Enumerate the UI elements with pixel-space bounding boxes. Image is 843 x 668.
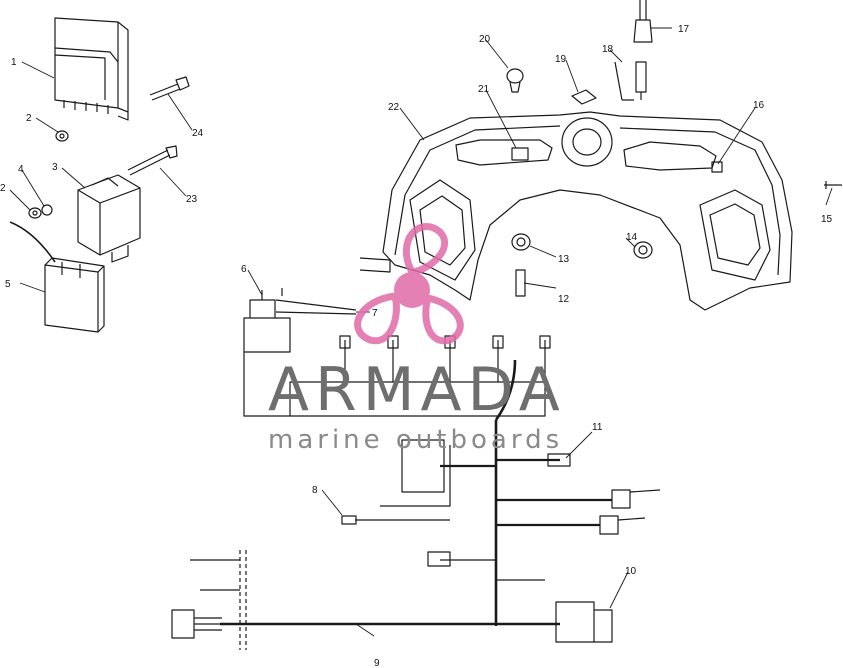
part-2-washer-b (28, 207, 42, 219)
callout-17: 17 (678, 24, 690, 35)
part-17-plug (633, 0, 653, 43)
callout-9: 9 (374, 658, 380, 668)
callout-15: 15 (821, 214, 833, 225)
callout-3: 3 (52, 162, 58, 173)
part-14-grommet (633, 241, 653, 259)
callout-labels: 1 2 2 3 4 5 6 7 8 9 10 11 12 13 14 15 16… (0, 24, 833, 668)
part-22-console (359, 111, 793, 311)
part-5-coil (9, 221, 105, 333)
callout-2: 2 (26, 113, 32, 124)
part-20-knob (506, 68, 524, 93)
part-13-grommet (511, 233, 531, 251)
callout-22: 22 (388, 102, 400, 113)
part-4-nut (41, 204, 53, 216)
watermark-tagline: marine outboards (268, 425, 563, 455)
armada-logo-icon (354, 223, 464, 345)
callout-24: 24 (192, 128, 204, 139)
callout-18: 18 (602, 44, 614, 55)
part-21-switch (511, 147, 529, 161)
callout-7: 7 (372, 308, 378, 319)
part-12-plug (515, 269, 526, 297)
callout-1: 1 (11, 57, 17, 68)
callout-8: 8 (312, 485, 318, 496)
leader-lines (9, 27, 833, 637)
callout-6: 6 (241, 264, 247, 275)
part-19-clip (571, 89, 597, 105)
callout-12: 12 (558, 294, 570, 305)
part-15-screw (824, 181, 842, 189)
callout-20: 20 (479, 34, 491, 45)
callout-4: 4 (18, 164, 24, 175)
callout-11: 11 (592, 422, 603, 433)
part-2-washer (55, 130, 69, 142)
part-9-harness (171, 335, 661, 650)
callout-16: 16 (753, 100, 765, 111)
part-24-bolt (149, 76, 190, 101)
callout-13: 13 (558, 254, 570, 265)
callout-10: 10 (625, 566, 637, 577)
part-23-bolt (127, 145, 178, 176)
callout-19: 19 (555, 54, 567, 65)
callout-23: 23 (186, 194, 198, 205)
watermark-brand: ARMADA (268, 355, 566, 425)
callout-2-b: 2 (0, 183, 6, 194)
callout-5: 5 (5, 279, 11, 290)
callout-14: 14 (626, 232, 638, 243)
part-1-cdi-module (54, 17, 129, 121)
callout-21: 21 (478, 84, 490, 95)
part-18-connector (614, 61, 647, 101)
part-3-regulator (77, 174, 141, 263)
